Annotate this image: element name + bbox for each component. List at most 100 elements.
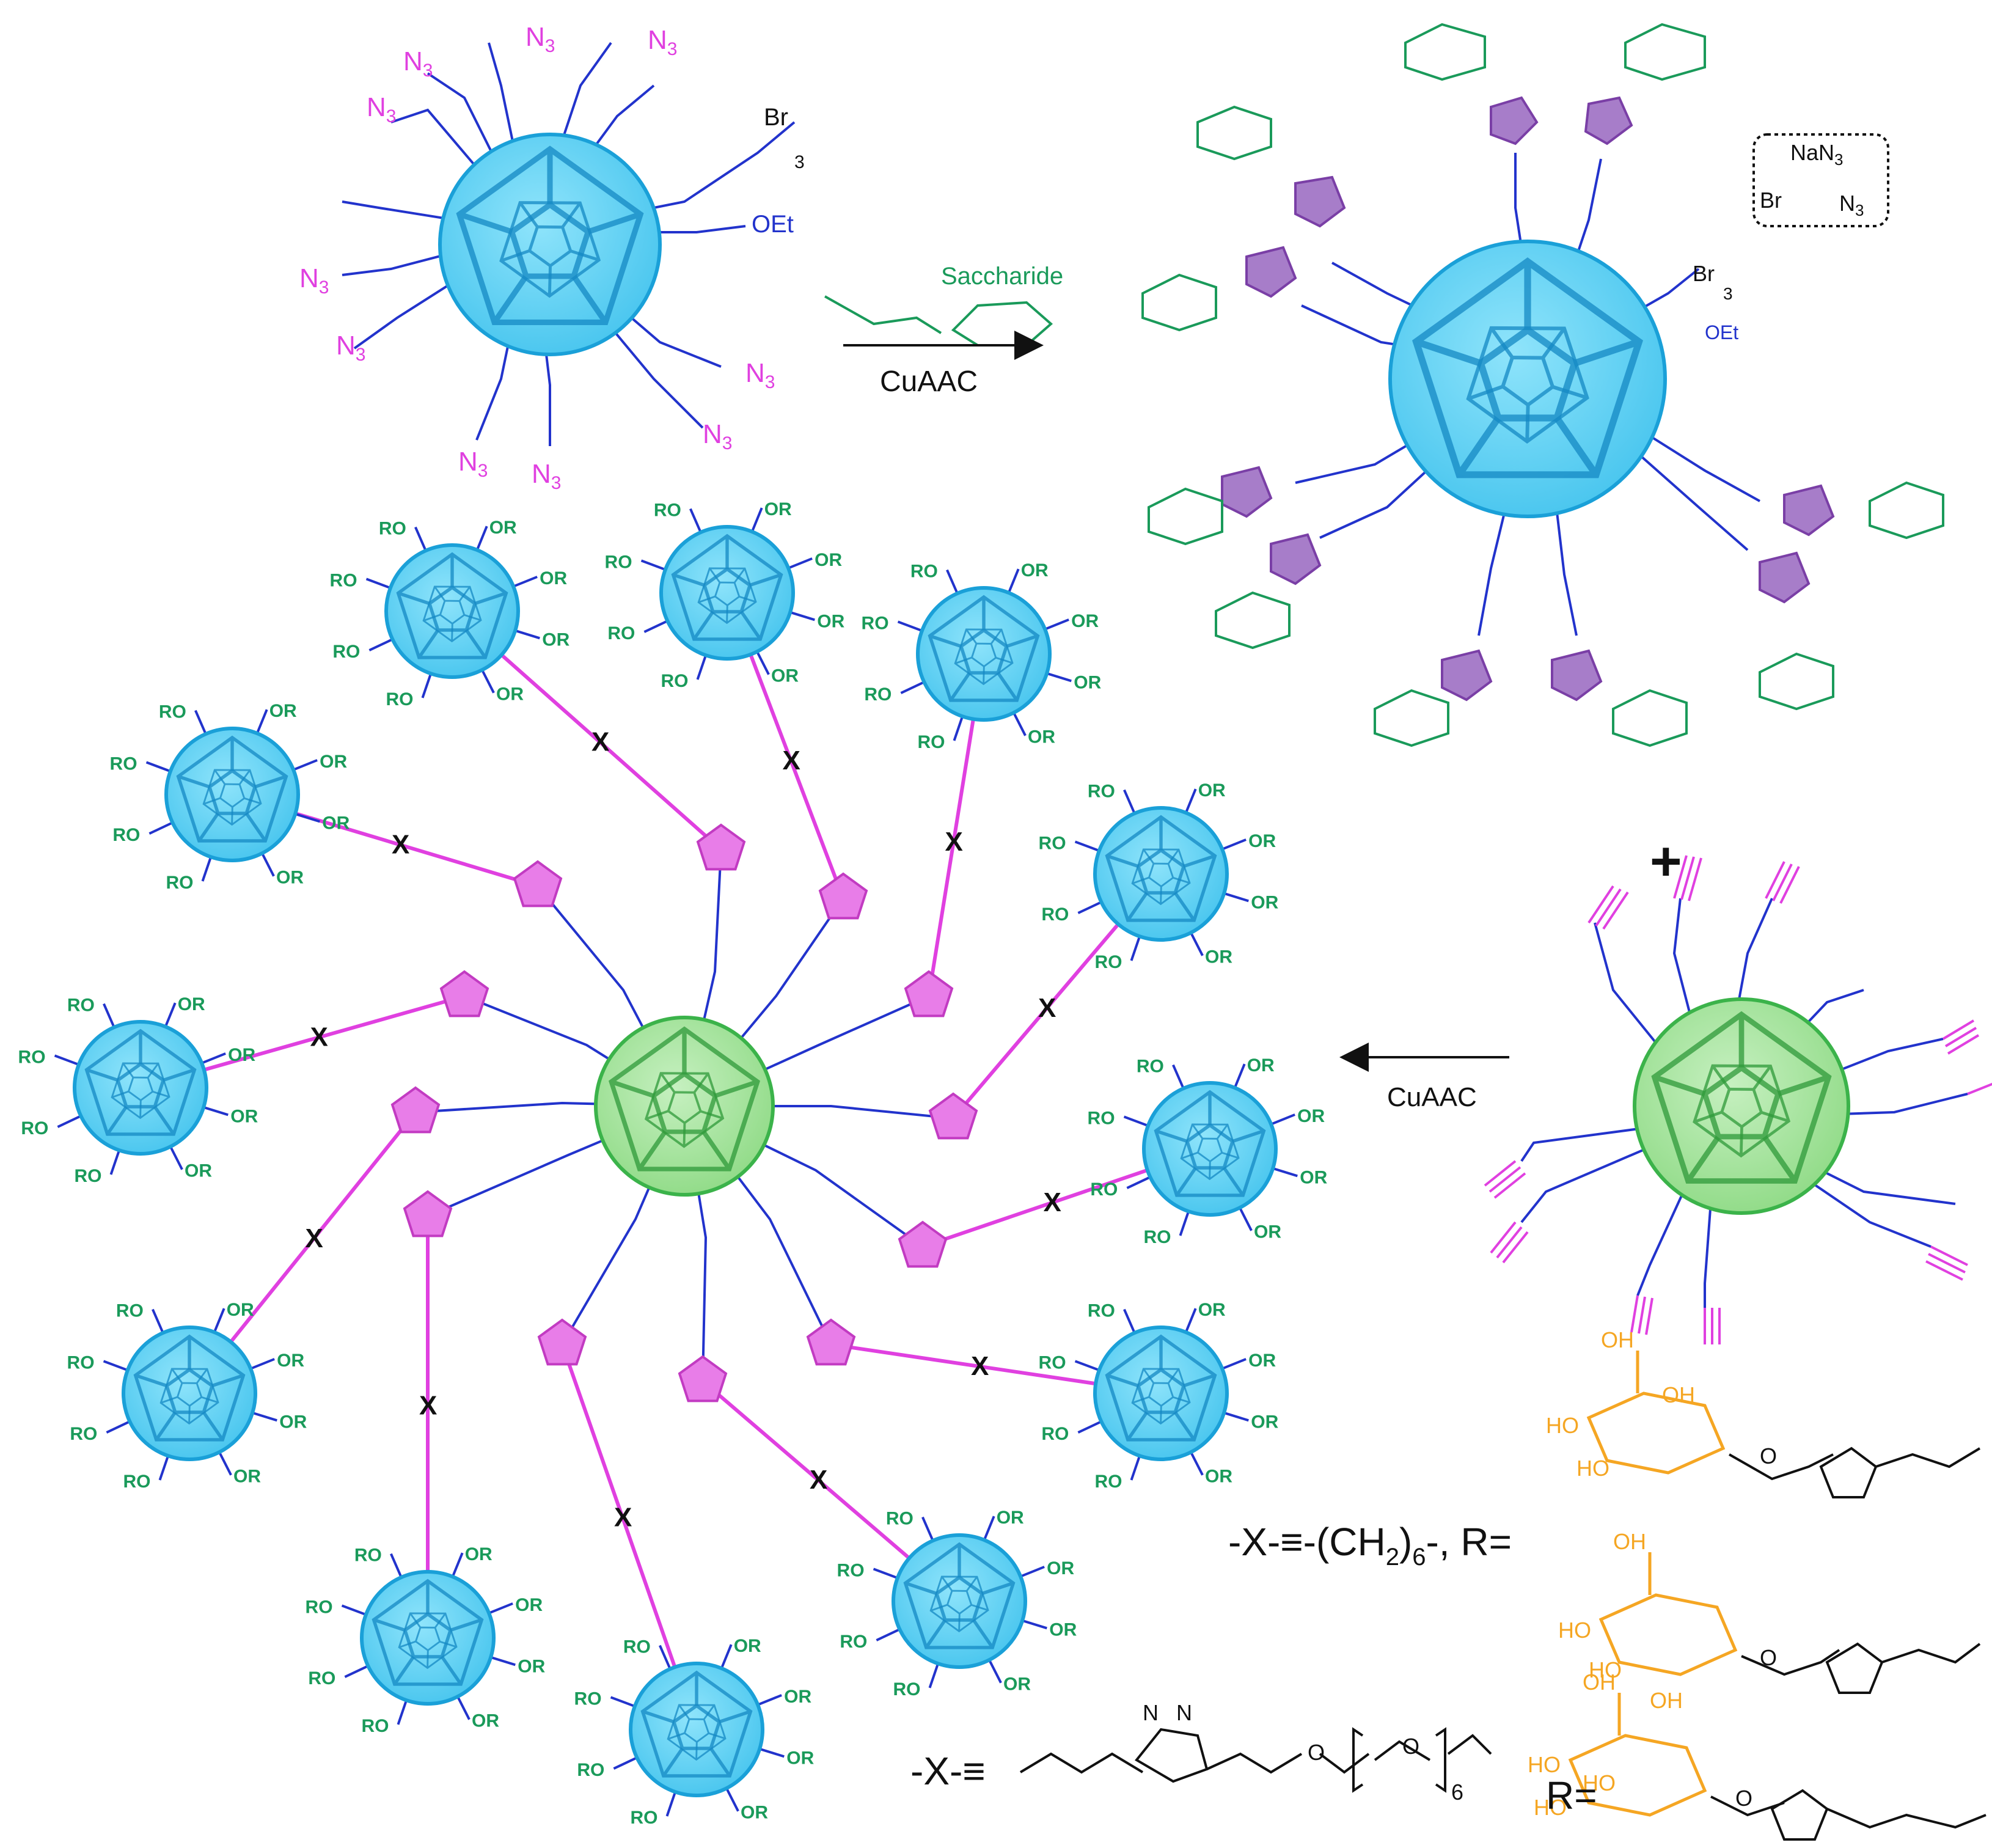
or-label: OR <box>228 1045 255 1065</box>
or-label: OR <box>518 1656 545 1676</box>
ro-label: RO <box>1041 1424 1069 1444</box>
x-linker-mark: X <box>945 827 963 857</box>
ro-label: RO <box>306 1597 333 1617</box>
ro-label: RO <box>1088 782 1115 802</box>
ro-label: RO <box>623 1637 651 1657</box>
svg-text:N: N <box>1176 1700 1192 1725</box>
cuaac-arrow-mid: CuAAC <box>1339 1043 1509 1112</box>
svg-text:O: O <box>1308 1740 1325 1765</box>
or-label: OR <box>784 1687 811 1707</box>
svg-text:N3: N3 <box>458 447 488 481</box>
svg-text:N3: N3 <box>367 92 396 127</box>
ro-label: RO <box>1088 1301 1115 1321</box>
svg-text:N3: N3 <box>299 263 329 298</box>
linker-definition-1: -X-≡-(CH2)6-, R= <box>1228 1520 1512 1571</box>
or-label: OR <box>1254 1222 1281 1242</box>
ro-label: RO <box>123 1472 151 1492</box>
or-label: OR <box>1248 1351 1276 1371</box>
cuaac-arrow-top: Saccharide CuAAC <box>824 263 1063 398</box>
ro-label: RO <box>308 1668 335 1689</box>
or-label: OR <box>540 568 567 588</box>
or-label: OR <box>489 518 517 538</box>
ro-label: RO <box>354 1546 382 1566</box>
svg-text:HO: HO <box>1534 1795 1567 1820</box>
or-label: OR <box>1300 1167 1327 1187</box>
x-linker-mark: X <box>310 1022 328 1052</box>
or-label: OR <box>515 1595 543 1615</box>
ro-label: RO <box>1095 1472 1122 1492</box>
ro-label: RO <box>67 996 95 1016</box>
triazole-ring <box>537 1318 587 1366</box>
or-label: OR <box>1205 1467 1232 1487</box>
ro-label: RO <box>862 613 889 633</box>
or-label: OR <box>1248 831 1276 851</box>
triazole-ring <box>806 1318 856 1366</box>
svg-text:NaN3: NaN3 <box>1790 140 1844 169</box>
svg-text:OH: OH <box>1613 1529 1646 1554</box>
or-label: OR <box>276 868 304 888</box>
ro-label: RO <box>75 1166 102 1186</box>
ro-label: RO <box>1039 1352 1066 1373</box>
svg-text:N3: N3 <box>336 331 365 365</box>
ro-label: RO <box>1095 952 1122 972</box>
svg-text:N3: N3 <box>703 419 732 453</box>
or-label: OR <box>227 1300 254 1320</box>
triazole-ring <box>818 872 868 920</box>
or-label: OR <box>279 1412 307 1432</box>
x-linker-mark: X <box>614 1503 632 1533</box>
svg-text:HO: HO <box>1528 1752 1561 1777</box>
ro-label: RO <box>116 1301 144 1321</box>
ro-label: RO <box>362 1716 389 1736</box>
ro-label: RO <box>661 671 689 691</box>
ro-label: RO <box>864 684 892 705</box>
ro-label: RO <box>607 623 635 644</box>
svg-text:N3: N3 <box>532 459 561 493</box>
or-label: OR <box>1021 560 1049 581</box>
or-label: OR <box>233 1467 261 1487</box>
br-small-label: Br <box>1760 188 1782 213</box>
or-label: OR <box>277 1351 304 1371</box>
svg-text:O: O <box>1402 1734 1419 1759</box>
ro-label: RO <box>1144 1227 1171 1247</box>
bromo-label: Br <box>764 104 788 131</box>
or-label: OR <box>1028 727 1055 747</box>
ro-label: RO <box>631 1808 658 1828</box>
ro-label: RO <box>21 1118 48 1138</box>
alkyne-fullerene <box>1484 855 1992 1344</box>
saccharide-label: Saccharide <box>941 263 1063 290</box>
svg-text:6: 6 <box>1451 1780 1463 1805</box>
linker-chain <box>560 1344 698 1730</box>
svg-text:N3: N3 <box>745 358 775 392</box>
ro-label: RO <box>577 1760 604 1780</box>
or-label: OR <box>817 611 844 631</box>
glycofullerene: NaN3 Br N3 Br 3 OEt <box>1141 23 1944 747</box>
svg-text:HO: HO <box>1546 1413 1579 1438</box>
ro-label: RO <box>166 873 194 893</box>
triazole-ring <box>898 1220 948 1268</box>
svg-text:O: O <box>1760 1645 1777 1670</box>
or-label: OR <box>1297 1106 1325 1126</box>
triazole-ring <box>403 1190 453 1238</box>
ro-label: RO <box>1088 1108 1115 1128</box>
triazole-ring <box>439 970 489 1018</box>
plus-sign: + <box>1650 831 1682 892</box>
or-label: OR <box>1074 672 1101 692</box>
or-label: OR <box>764 499 792 519</box>
svg-text:HO: HO <box>1558 1618 1591 1643</box>
ro-label: RO <box>837 1560 865 1580</box>
or-label: OR <box>1003 1674 1031 1695</box>
ro-label: RO <box>605 552 632 572</box>
ro-label: RO <box>1090 1179 1118 1200</box>
ro-label: RO <box>918 732 945 752</box>
or-label: OR <box>1049 1619 1077 1640</box>
svg-text:OH: OH <box>1601 1327 1634 1352</box>
